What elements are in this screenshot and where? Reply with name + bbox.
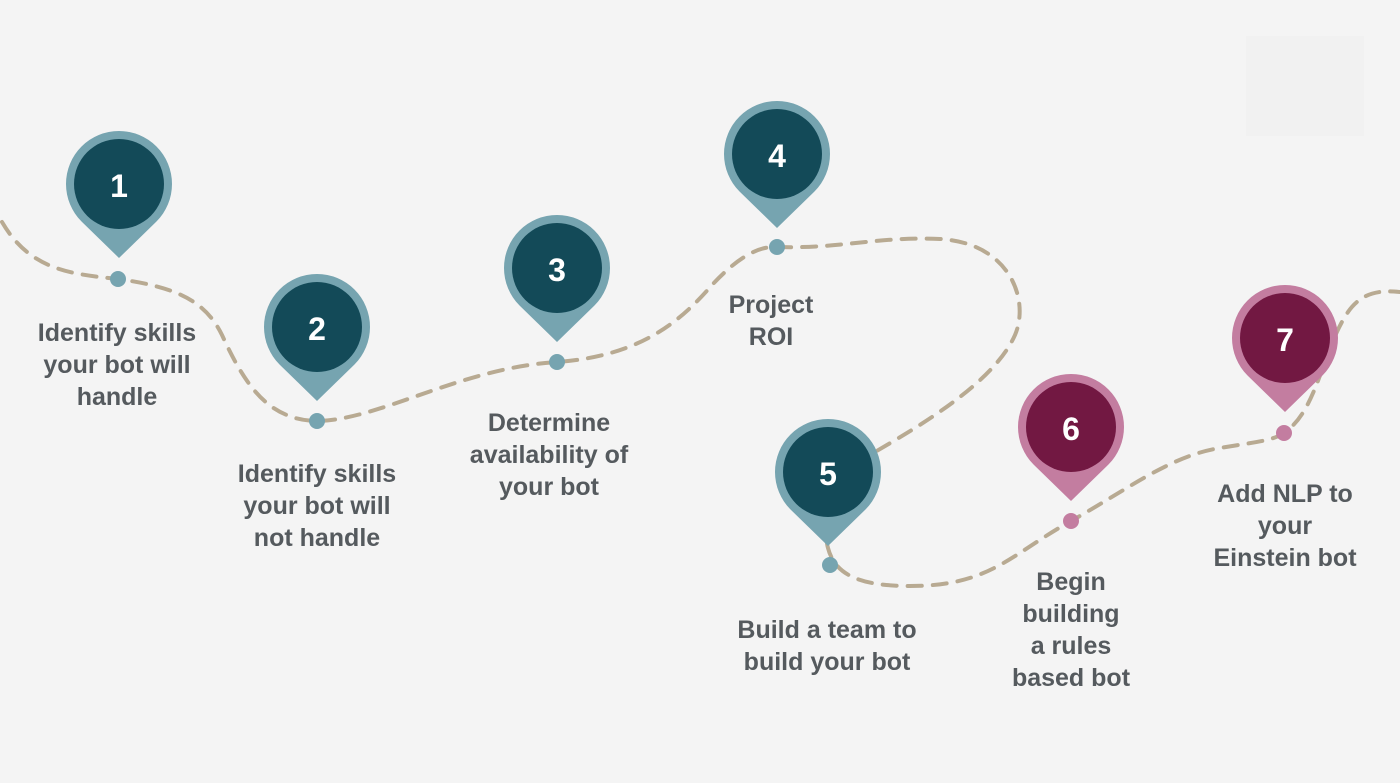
step-label-line: a rules (1031, 632, 1112, 660)
step-label-line: your (1258, 512, 1312, 540)
step-dot (110, 271, 126, 287)
step-label-line: Add NLP to (1217, 480, 1353, 508)
step-number: 6 (1062, 411, 1080, 447)
step-dot (549, 354, 565, 370)
step-label-line: building (1022, 600, 1119, 628)
pin-core (512, 223, 602, 313)
step-label-line: your bot will (243, 492, 390, 520)
step-label-line: Build a team to (737, 616, 916, 644)
step-number: 1 (110, 168, 128, 204)
step-number: 5 (819, 456, 837, 492)
step-dot (1063, 513, 1079, 529)
step-label-line: Einstein bot (1213, 544, 1357, 572)
step-label-line: your bot will (43, 351, 190, 379)
pin-core (732, 109, 822, 199)
step-label-line: build your bot (744, 648, 911, 676)
step-label-line: Project (729, 291, 814, 319)
step-number: 2 (308, 311, 326, 347)
step-dot (822, 557, 838, 573)
step-label-line: not handle (254, 524, 380, 552)
pin-core (1240, 293, 1330, 383)
corner-tab (1246, 36, 1364, 136)
roadmap-path (0, 220, 1400, 589)
step-label-line: based bot (1012, 664, 1131, 692)
step-number: 3 (548, 252, 566, 288)
step-label: Determine availability of your bot (470, 409, 629, 501)
step-label: Identify skills your bot will not handle (238, 460, 396, 552)
step-label-line: Identify skills (238, 460, 396, 488)
step-label-line: Determine (488, 409, 610, 437)
step-label-line: handle (77, 383, 158, 411)
step-dot (769, 239, 785, 255)
step-label-line: Identify skills (38, 319, 196, 347)
step-label: Build a team to build your bot (737, 616, 916, 676)
step-label-line: your bot (499, 473, 600, 501)
step-number: 7 (1276, 322, 1294, 358)
pin-core (1026, 382, 1116, 472)
step-label: Identify skills your bot will handle (38, 319, 196, 411)
step-label-line: availability of (470, 441, 629, 469)
pin-core (272, 282, 362, 372)
pin-core (74, 139, 164, 229)
step-label-line: Begin (1036, 568, 1105, 596)
step-label: Begin building a rules based bot (1012, 568, 1131, 692)
step-dot (1276, 425, 1292, 441)
step-dot (309, 413, 325, 429)
step-number: 4 (768, 138, 786, 174)
pin-core (783, 427, 873, 517)
step-label-line: ROI (749, 323, 793, 351)
